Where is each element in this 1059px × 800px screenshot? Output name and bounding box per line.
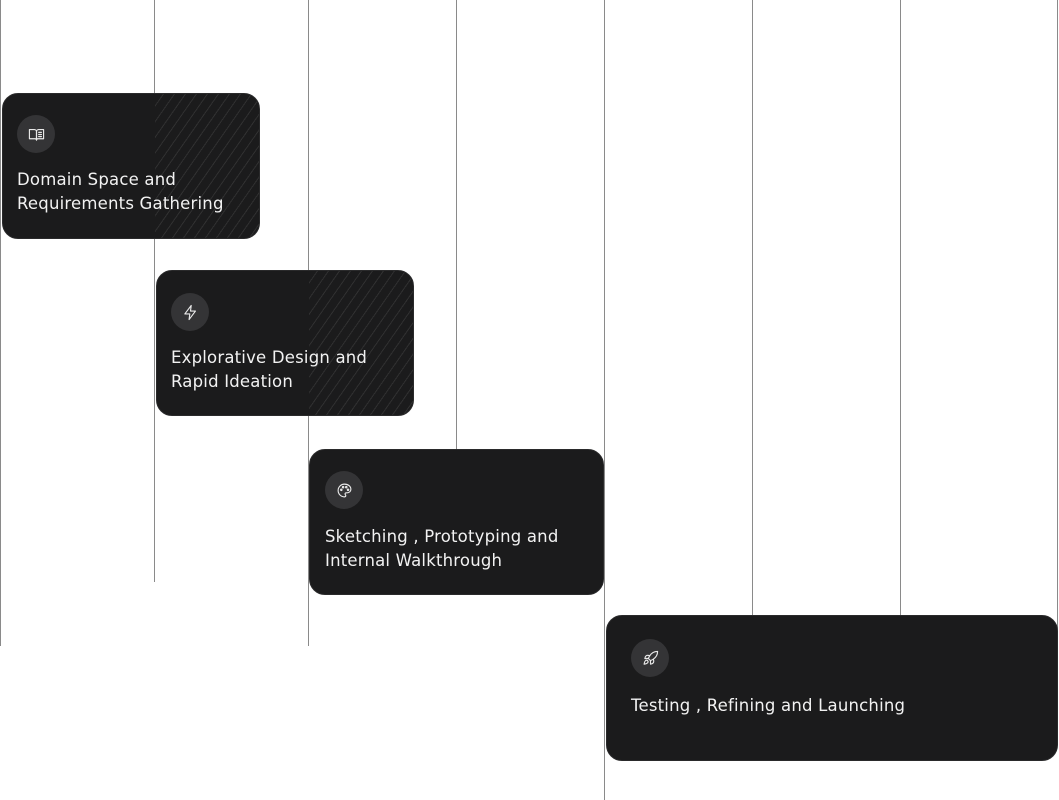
icon-badge (325, 471, 363, 509)
grid-line (900, 0, 901, 616)
grid-line (456, 0, 457, 450)
icon-badge (631, 639, 669, 677)
phase-card-ideation: Explorative Design and Rapid Ideation (156, 270, 414, 416)
phase-card-prototyping: Sketching , Prototyping and Internal Wal… (309, 449, 604, 595)
palette-icon (337, 483, 351, 497)
grid-line (154, 0, 155, 582)
book-open-icon (28, 128, 44, 141)
grid-line (604, 0, 605, 800)
phase-title: Testing , Refining and Launching (631, 696, 906, 715)
phase-title: Explorative Design and Rapid Ideation (171, 348, 368, 391)
phase-title: Sketching , Prototyping and Internal Wal… (325, 527, 559, 570)
grid-line (0, 0, 1, 646)
rocket-icon (643, 650, 658, 665)
phase-title: Domain Space and Requirements Gathering (17, 170, 224, 213)
icon-badge (17, 115, 55, 153)
grid-line (1057, 0, 1058, 688)
phase-card-requirements: Domain Space and Requirements Gathering (2, 93, 260, 239)
icon-badge (171, 293, 209, 331)
hatch-pattern (155, 94, 259, 238)
grid-line (752, 0, 753, 616)
phase-card-launching: Testing , Refining and Launching (606, 615, 1058, 761)
lightning-bolt-icon (183, 304, 196, 320)
